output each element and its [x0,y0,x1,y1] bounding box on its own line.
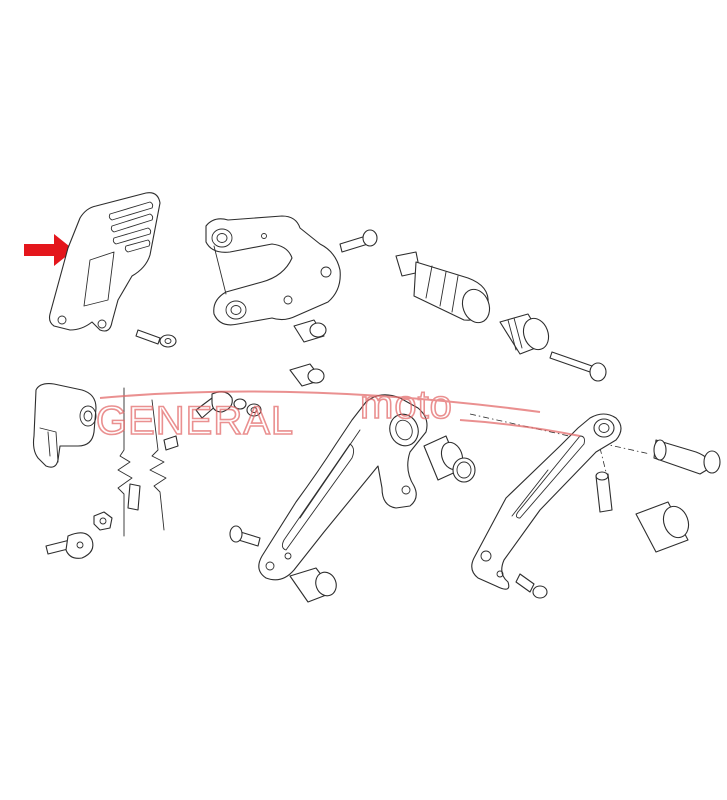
bracket-spacer-2 [289,363,325,387]
small-pin-center [163,435,179,451]
plate-bolt [135,329,177,348]
right-screw [595,471,613,513]
bracket-bolt [339,229,378,253]
rearset-bracket [205,215,341,326]
right-small-bolt [515,573,548,599]
brand-watermark-logo: GENERAL moto [95,382,581,444]
o-ring [452,457,476,483]
left-mount-block [32,383,97,468]
bracket-spacer-1 [293,319,327,343]
right-pivot-bolt [653,439,721,475]
lever-pin [229,525,261,547]
watermark-text-right: moto [360,383,453,427]
lock-nut [93,511,113,531]
center-lever [258,394,428,581]
shaft-bushing [499,313,550,355]
right-spacer [635,501,690,553]
ball-joint-left [45,532,94,559]
lever-spacer [289,567,337,603]
pivot-shaft [395,251,491,324]
assembly-axis-1 [469,413,651,455]
linkage-rods [117,387,167,537]
ball-joint-center [195,391,262,419]
heel-guard-plate [48,192,161,332]
watermark-text-left: GENERAL [96,399,294,443]
long-bolt-right [549,351,607,382]
red-right-arrow-icon [24,234,74,266]
right-lever [471,413,622,590]
